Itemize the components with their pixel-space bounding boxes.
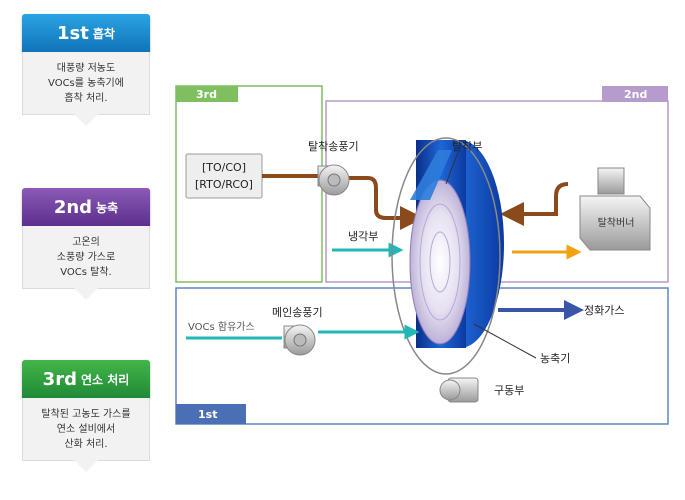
burner-icon: 탈착버너 xyxy=(579,167,651,251)
main-fan-icon xyxy=(283,324,316,356)
svg-text:[RTO/RCO]: [RTO/RCO] xyxy=(195,178,253,191)
step-3rd: 3rd 연소 처리 탈착된 고농도 가스를 연소 설비에서 산화 처리. xyxy=(22,360,150,472)
step-1st: 1st 흡착 대풍량 저농도 VOCs를 농축기에 흡착 처리. xyxy=(22,14,150,126)
step-3rd-tab: 3rd 연소 처리 xyxy=(22,360,150,398)
desorption-fan-label: 탈착송풍기 xyxy=(308,140,359,153)
step-1st-tab: 1st 흡착 xyxy=(22,14,150,52)
concentrator-label: 농축기 xyxy=(540,352,570,365)
desorption-fan-icon xyxy=(317,164,350,196)
drive-label: 구동부 xyxy=(494,384,524,397)
main-fan-label: 메인송풍기 xyxy=(272,306,323,319)
step-2nd-desc: 고온의 소풍량 가스로 VOCs 탈착. xyxy=(22,226,150,300)
clean-gas-label: 정화가스 xyxy=(584,304,624,317)
step-1st-desc: 대풍량 저농도 VOCs를 농축기에 흡착 처리. xyxy=(22,52,150,126)
burner-label: 탈착버너 xyxy=(598,216,635,229)
zone-3rd-label: 3rd xyxy=(196,88,217,101)
cooling-part-label: 냉각부 xyxy=(348,230,378,243)
step-2nd: 2nd 농축 고온의 소풍량 가스로 VOCs 탈착. xyxy=(22,188,150,300)
zone-1st-label: 1st xyxy=(198,408,217,421)
svg-text:[TO/CO]: [TO/CO] xyxy=(202,161,246,174)
step-3rd-desc: 탈착된 고농도 가스를 연소 설비에서 산화 처리. xyxy=(22,398,150,472)
drive-unit-icon xyxy=(439,377,479,403)
zone-2nd-label: 2nd xyxy=(624,88,647,101)
concentrator-rotor xyxy=(391,137,504,375)
desorption-part-label: 탈착부 xyxy=(452,140,482,153)
vocs-gas-label: VOCs 함유가스 xyxy=(188,321,255,333)
step-2nd-tab: 2nd 농축 xyxy=(22,188,150,226)
to-co-box: [TO/CO] [RTO/RCO] xyxy=(185,153,263,199)
